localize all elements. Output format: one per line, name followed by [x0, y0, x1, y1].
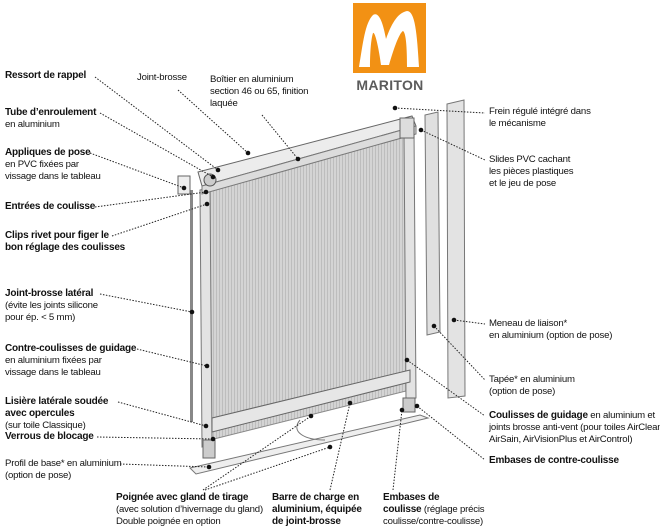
mariton-logo: [353, 3, 426, 73]
meneau-profile: [446, 99, 466, 399]
side-brush-seal: [190, 190, 193, 422]
left-guide-rail: [199, 187, 213, 448]
label-verrous: Verrous de blocage: [5, 431, 94, 442]
bottom-bar: [211, 369, 411, 433]
label-tapee: Tapée* en aluminium(option de pose): [489, 374, 575, 397]
label-embases-contre: Embases de contre-coulisse: [489, 455, 619, 466]
label-joint-brosse: Joint-brosse: [137, 72, 187, 83]
label-entrees: Entrées de coulisse: [5, 201, 96, 212]
label-profil: Profil de base* en aluminium(option de p…: [5, 458, 122, 481]
label-poignee: Poignée avec gland de tirage(avec soluti…: [116, 492, 263, 527]
leader-lines: [89, 76, 486, 491]
label-joint-lateral: Joint-brosse latéral(évite les joints si…: [5, 288, 98, 323]
tapee-profile: [424, 111, 441, 336]
label-meneau: Meneau de liaison*en aluminium (option d…: [489, 318, 613, 341]
logo-m-icon: [359, 11, 419, 67]
label-ressort: Ressort de rappel: [5, 70, 87, 81]
callout-dots: [181, 105, 457, 470]
mounting-bracket: [177, 175, 191, 195]
base-profile: [189, 414, 430, 475]
brand-name: MARITON: [356, 77, 424, 93]
